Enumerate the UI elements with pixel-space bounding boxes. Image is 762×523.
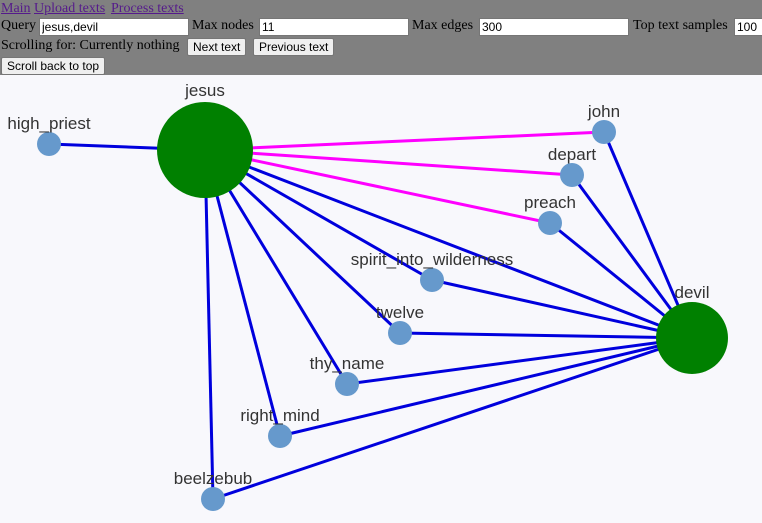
node-label-thy_name: thy_name xyxy=(310,354,385,373)
edge-jesus-devil xyxy=(204,148,693,340)
node-right_mind[interactable] xyxy=(268,424,292,448)
node-thy_name[interactable] xyxy=(335,372,359,396)
edge-right_mind-devil xyxy=(279,336,693,438)
nodes xyxy=(37,102,728,511)
nav-link-upload-texts[interactable]: Upload texts xyxy=(34,1,106,16)
node-label-depart: depart xyxy=(548,145,596,164)
node-preach[interactable] xyxy=(538,211,562,235)
edge-twelve-devil xyxy=(399,331,693,340)
node-label-devil: devil xyxy=(675,283,710,302)
network-graph[interactable]: jesus devil high_priest john depart preach spi… xyxy=(0,75,762,523)
node-label-spirit_into_wilderness: spirit_into_wilderness xyxy=(351,250,514,269)
node-label-right_mind: right_mind xyxy=(240,406,319,425)
node-label-preach: preach xyxy=(524,193,576,212)
top-text-samples-input[interactable] xyxy=(734,18,762,36)
node-label-beelzebub: beelzebub xyxy=(174,469,252,488)
max-edges-label: Max edges xyxy=(412,18,474,33)
node-beelzebub[interactable] xyxy=(201,487,225,511)
edges xyxy=(48,130,694,501)
nav-link-main[interactable]: Main xyxy=(1,1,31,16)
node-label-john: john xyxy=(587,102,620,121)
previous-text-button[interactable]: Previous text xyxy=(253,38,335,56)
node-labels: jesus devil high_priest john depart preach spi… xyxy=(7,81,709,488)
query-input[interactable] xyxy=(39,18,189,36)
node-twelve[interactable] xyxy=(388,321,412,345)
node-high_priest[interactable] xyxy=(37,132,61,156)
max-nodes-input[interactable] xyxy=(259,18,409,36)
node-label-high_priest: high_priest xyxy=(7,114,90,133)
query-label: Query xyxy=(1,18,36,33)
max-nodes-label: Max nodes xyxy=(192,18,254,33)
edge-jesus-beelzebub xyxy=(203,149,215,500)
node-label-jesus: jesus xyxy=(184,81,225,100)
next-text-button[interactable]: Next text xyxy=(187,38,247,56)
scrolling-status: Scrolling for: Currently nothing xyxy=(1,38,180,53)
edge-jesus-right_mind xyxy=(203,149,282,437)
node-devil[interactable] xyxy=(656,302,728,374)
control-panel: Main Upload texts Process texts Query Ma… xyxy=(0,0,762,75)
edge-thy_name-devil xyxy=(346,336,693,386)
edge-jesus-john xyxy=(204,130,605,152)
node-label-twelve: twelve xyxy=(376,303,424,322)
node-jesus[interactable] xyxy=(157,102,253,198)
edge-john-devil xyxy=(602,131,694,339)
edge-jesus-depart xyxy=(204,148,573,177)
edge-jesus-preach xyxy=(204,148,551,225)
nav-link-process-texts[interactable]: Process texts xyxy=(111,1,184,16)
node-spirit_into_wilderness[interactable] xyxy=(420,268,444,292)
scroll-to-top-button[interactable]: Scroll back to top xyxy=(1,57,106,75)
max-edges-input[interactable] xyxy=(479,18,629,36)
node-john[interactable] xyxy=(592,120,616,144)
edge-spirit_into_wilderness-devil xyxy=(431,278,693,340)
edge-beelzebub-devil xyxy=(212,336,693,501)
top-text-samples-label: Top text samples xyxy=(633,18,728,33)
node-depart[interactable] xyxy=(560,163,584,187)
